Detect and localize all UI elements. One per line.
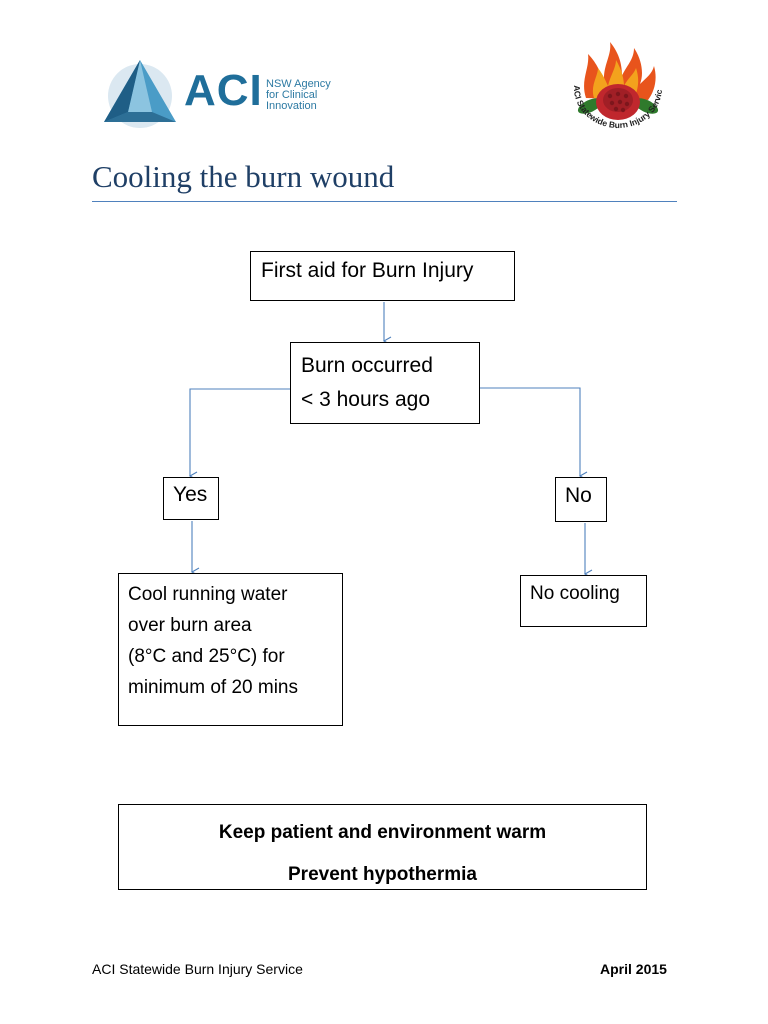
waratah-flame-icon: ACI Statewide Burn Injury Service bbox=[558, 32, 664, 130]
decision-line: Burn occurred bbox=[301, 354, 433, 377]
aci-agency-line: NSW Agency bbox=[266, 78, 331, 90]
cool-water-box: Cool running water over burn area (8°C a… bbox=[118, 573, 343, 726]
no-box: No bbox=[555, 477, 607, 522]
aci-logo: ACI NSW Agency for Clinical Innovation bbox=[104, 56, 344, 130]
aci-agency-name: NSW Agency for Clinical Innovation bbox=[266, 79, 346, 112]
cool-water-line: over burn area bbox=[128, 615, 252, 636]
decision-line: < 3 hours ago bbox=[301, 388, 431, 411]
no-cooling-box: No cooling bbox=[520, 575, 647, 627]
footer-service-name: ACI Statewide Burn Injury Service bbox=[92, 961, 303, 977]
triangle-logo-icon bbox=[104, 60, 176, 128]
arrow-decision-to-no bbox=[480, 387, 588, 481]
footer-date: April 2015 bbox=[600, 961, 667, 977]
decision-box: Burn occurred < 3 hours ago bbox=[290, 342, 480, 424]
yes-label: Yes bbox=[173, 483, 208, 506]
aci-wordmark: ACI bbox=[184, 66, 263, 115]
arrow-decision-to-yes bbox=[188, 388, 290, 481]
aci-agency-line: for Clinical bbox=[266, 89, 318, 101]
yes-box: Yes bbox=[163, 477, 219, 520]
keep-warm-line: Keep patient and environment warm bbox=[218, 822, 547, 843]
burn-service-badge: ACI Statewide Burn Injury Service bbox=[558, 32, 676, 140]
page-title: Cooling the burn wound bbox=[92, 159, 395, 194]
title-divider bbox=[92, 201, 677, 202]
cool-water-line: minimum of 20 mins bbox=[128, 677, 298, 698]
aci-agency-line: Innovation bbox=[266, 100, 317, 112]
no-label: No bbox=[565, 484, 592, 507]
hypothermia-line: Prevent hypothermia bbox=[288, 864, 477, 885]
first-aid-box: First aid for Burn Injury bbox=[250, 251, 515, 301]
cool-water-line: (8°C and 25°C) for bbox=[128, 646, 285, 667]
first-aid-label: First aid for Burn Injury bbox=[261, 259, 474, 282]
no-cooling-label: No cooling bbox=[530, 583, 620, 604]
cool-water-line: Cool running water bbox=[128, 584, 288, 605]
keep-warm-box: Keep patient and environment warm Preven… bbox=[118, 804, 647, 890]
